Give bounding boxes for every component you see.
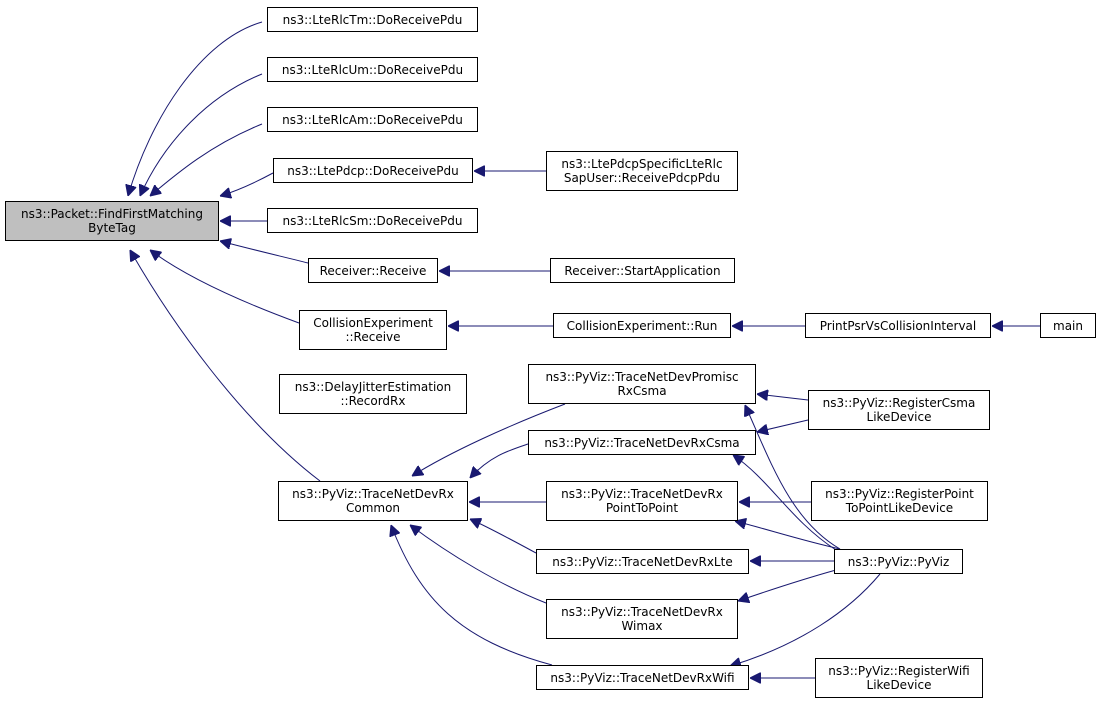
edge-root-rlcam [150, 123, 263, 196]
node-label-line: ToPointLikeDevice [845, 501, 954, 515]
node-label-line: Common [345, 501, 401, 515]
node-lte-rlc-tm-do-receive-pdu[interactable]: ns3::LteRlcTm::DoReceivePdu [267, 7, 478, 32]
node-label-line: ::Receive [345, 330, 401, 344]
edge-tracecommon-tracelte [470, 519, 537, 554]
node-label-line: Receiver::StartApplication [564, 263, 721, 278]
edge-tracecommon-tracewifi [391, 525, 553, 666]
node-label-line: PointToPoint [605, 501, 679, 515]
node-pyviz-trace-net-dev-rx-point-to-point[interactable]: ns3::PyViz::TraceNetDevRx PointToPoint [546, 481, 738, 521]
node-pyviz-trace-net-dev-rx-wifi[interactable]: ns3::PyViz::TraceNetDevRxWifi [536, 665, 749, 690]
node-label-line: ns3::PyViz::RegisterPoint [825, 487, 974, 501]
node-lte-pdcp-do-receive-pdu[interactable]: ns3::LtePdcp::DoReceivePdu [273, 158, 473, 183]
node-label-line: ns3::Packet::FindFirstMatching [21, 207, 203, 221]
node-label-line: ns3::PyViz::RegisterCsma [822, 396, 976, 410]
node-label-line: ns3::PyViz::TraceNetDevRx [561, 487, 723, 501]
edge-tracecommon-tracecsma [470, 443, 529, 478]
node-lte-rlc-am-do-receive-pdu[interactable]: ns3::LteRlcAm::DoReceivePdu [267, 107, 478, 132]
node-label-line: ns3::PyViz::PyViz [847, 554, 950, 569]
edge-registercsma-tracecsma [757, 419, 809, 432]
node-pyviz-trace-net-dev-rx-csma[interactable]: ns3::PyViz::TraceNetDevRxCsma [528, 430, 756, 455]
node-label-line: SapUser::ReceivePdcpPdu [563, 171, 721, 185]
edge-registercsma-tracepromisc [757, 394, 809, 400]
node-lte-rlc-um-do-receive-pdu[interactable]: ns3::LteRlcUm::DoReceivePdu [267, 57, 478, 82]
node-label-line: ns3::PyViz::TraceNetDevRxCsma [544, 435, 740, 450]
node-label-line: main [1053, 318, 1083, 333]
node-delay-jitter-estimation-record-rx[interactable]: ns3::DelayJitterEstimation ::RecordRx [279, 374, 467, 414]
node-pyviz-register-csma-like-device[interactable]: ns3::PyViz::RegisterCsma LikeDevice [808, 390, 990, 430]
edge-pyviz-traceptp [735, 521, 841, 550]
edge-pyviz-tracewimax [738, 569, 837, 601]
node-label-line: ns3::LteRlcTm::DoReceivePdu [282, 12, 463, 27]
node-collision-experiment-run[interactable]: CollisionExperiment::Run [553, 313, 731, 338]
edge-tracecommon-tracepromisc [412, 403, 566, 476]
node-label-line: ns3::PyViz::TraceNetDevRxLte [552, 554, 733, 569]
node-label-line: ns3::LteRlcAm::DoReceivePdu [282, 112, 463, 127]
edge-root-tracecommon [130, 250, 321, 482]
node-label-line: CollisionExperiment::Run [566, 318, 718, 333]
node-label-line: ns3::PyViz::TraceNetDevPromisc [545, 370, 739, 384]
node-label-line: ns3::LteRlcUm::DoReceivePdu [281, 62, 464, 77]
node-pyviz-trace-net-dev-rx-lte[interactable]: ns3::PyViz::TraceNetDevRxLte [536, 549, 749, 574]
edge-pyviz-tracepromisc [745, 405, 841, 550]
node-label-line: ns3::LtePdcpSpecificLteRlc [561, 157, 723, 171]
node-pyviz-trace-net-dev-rx-common[interactable]: ns3::PyViz::TraceNetDevRx Common [278, 481, 468, 521]
node-label-line: ns3::LtePdcp::DoReceivePdu [287, 163, 459, 178]
node-label-line: LikeDevice [866, 678, 932, 692]
node-lte-pdcp-specific-lte-rlc-sap-user-receive-pdcp-pdu[interactable]: ns3::LtePdcpSpecificLteRlc SapUser::Rece… [546, 151, 738, 191]
node-receiver-start-application[interactable]: Receiver::StartApplication [550, 258, 735, 283]
node-label-line: CollisionExperiment [313, 316, 433, 330]
node-label-line: ns3::DelayJitterEstimation [294, 380, 452, 394]
edge-root-rlcum [140, 73, 263, 196]
node-pyviz-pyviz[interactable]: ns3::PyViz::PyViz [834, 549, 963, 574]
edge-tracecommon-tracewimax [410, 525, 547, 604]
node-label-line: LikeDevice [866, 410, 932, 424]
node-label-line: PrintPsrVsCollisionInterval [819, 318, 977, 333]
node-label-line: ns3::PyViz::RegisterWifi [828, 664, 970, 678]
node-pyviz-register-point-to-point-like-device[interactable]: ns3::PyViz::RegisterPoint ToPointLikeDev… [811, 481, 988, 521]
node-label-line: ns3::PyViz::TraceNetDevRxWifi [550, 670, 735, 685]
node-label-line: Wimax [621, 619, 663, 633]
edge-root-rxreceive [220, 241, 309, 264]
node-receiver-receive[interactable]: Receiver::Receive [308, 258, 438, 283]
node-label-line: ::RecordRx [340, 394, 406, 408]
node-main[interactable]: main [1040, 313, 1096, 338]
edge-root-rlctm [128, 21, 263, 196]
node-print-psr-vs-collision-interval[interactable]: PrintPsrVsCollisionInterval [805, 313, 991, 338]
edge-root-collreceive [150, 250, 300, 324]
node-collision-experiment-receive[interactable]: CollisionExperiment ::Receive [299, 310, 447, 350]
node-pyviz-trace-net-dev-rx-wimax[interactable]: ns3::PyViz::TraceNetDevRx Wimax [546, 599, 738, 639]
node-label-line: ByteTag [88, 221, 136, 235]
node-packet-find-first-matching-byte-tag: ns3::Packet::FindFirstMatching ByteTag [5, 201, 219, 241]
node-pyviz-trace-net-dev-promisc-rx-csma[interactable]: ns3::PyViz::TraceNetDevPromisc RxCsma [528, 364, 756, 404]
node-label-line: RxCsma [617, 384, 667, 398]
node-lte-rlc-sm-do-receive-pdu[interactable]: ns3::LteRlcSm::DoReceivePdu [267, 208, 478, 233]
node-label-line: ns3::LteRlcSm::DoReceivePdu [282, 213, 463, 228]
node-label-line: ns3::PyViz::TraceNetDevRx [561, 605, 723, 619]
edge-root-ltepdcp [220, 172, 274, 196]
edge-pyviz-tracecsma [733, 455, 837, 551]
node-label-line: ns3::PyViz::TraceNetDevRx [292, 487, 454, 501]
node-pyviz-register-wifi-like-device[interactable]: ns3::PyViz::RegisterWifi LikeDevice [815, 658, 983, 698]
edge-pyviz-tracewifi [730, 573, 881, 666]
node-label-line: Receiver::Receive [319, 263, 427, 278]
